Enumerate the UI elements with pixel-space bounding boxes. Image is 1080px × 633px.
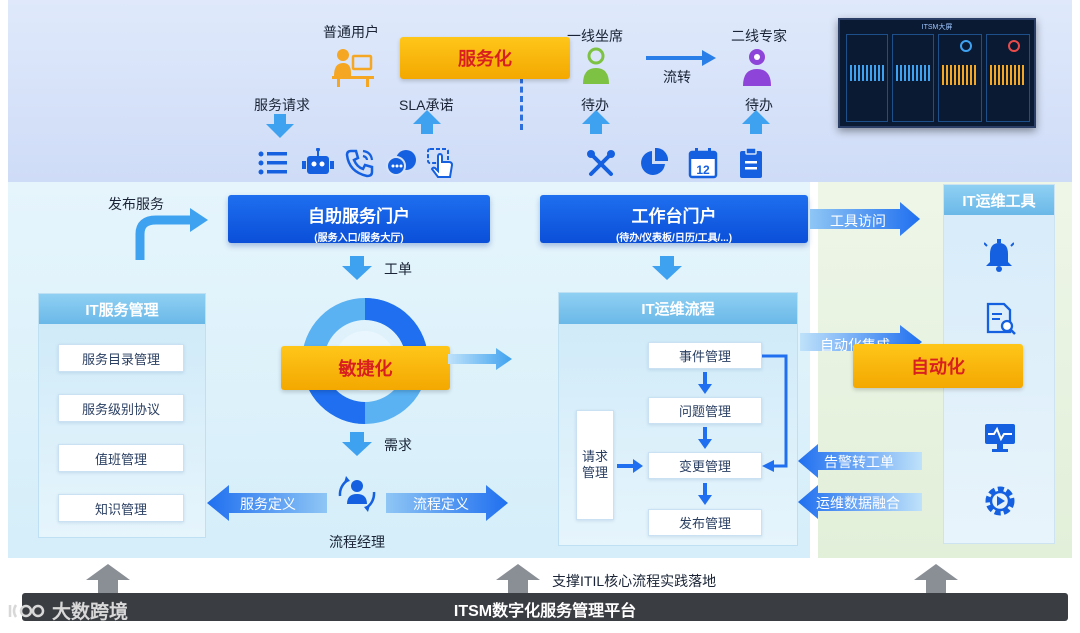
self-service-portal[interactable]: 自助服务门户 (服务入口/服务大厅) [228,195,490,244]
process-def-arrow [386,485,508,521]
self-service-portal-subtitle: (服务入口/服务大厅) [314,233,404,244]
pie-chart-icon [641,148,668,175]
up-arrow-icon [742,110,770,134]
watermark-text: 大数跨境 [52,602,129,623]
agent-icon [583,47,609,84]
process-manager-label: 流程经理 [329,534,385,550]
service-def-arrow [207,485,327,521]
process-def-label: 流程定义 [413,496,469,512]
knowledge-item[interactable]: 知识管理 [58,494,184,522]
right-arrow-icon [448,348,512,370]
user-label: 普通用户 [323,24,379,40]
robot-icon [302,148,334,174]
svg-text:12: 12 [696,163,710,177]
workbench-portal-subtitle: (待办/仪表板/日历/工具/...) [615,233,733,244]
todo-label-2: 待办 [745,97,773,113]
platform-label: ITSM数字化服务管理平台 [453,603,637,620]
tool-access-arrow [810,202,920,236]
up-arrow-icon [582,110,610,134]
chat-icon [386,150,416,176]
alarm-ticket-label: 告警转工单 [824,454,894,470]
process-manager-icon [338,476,376,512]
up-arrow-icon [914,564,958,594]
curved-arrow-icon [135,208,208,260]
workbench-portal[interactable]: 工作台门户 (待办/仪表板/日历/工具/...) [540,195,808,244]
self-service-portal-title: 自助服务门户 [308,207,410,226]
touch-icon [427,148,454,178]
right-arrow-icon [646,50,716,66]
request-mgmt-box[interactable]: 请求管理 [576,410,614,520]
down-arrow-icon [698,483,712,505]
first-line-label: 一线坐席 [567,28,623,44]
incident-mgmt-item[interactable]: 事件管理 [648,342,762,369]
demand-label: 需求 [384,437,412,453]
watermark-logo-icon [8,603,45,618]
clipboard-icon [740,147,762,178]
sla-item[interactable]: 服务级别协议 [58,394,184,422]
itil-support-label: 支撑ITIL核心流程实践落地 [552,573,717,589]
list-icon [258,151,287,175]
watermark: 大数跨境 [6,597,128,624]
expert-icon [743,49,771,86]
phone-icon [345,149,374,178]
flow-label: 流转 [663,69,691,85]
publish-service-label: 发布服务 [108,196,164,212]
service-catalog-item[interactable]: 服务目录管理 [58,344,184,372]
tools-icon [587,150,615,176]
dashed-separator [520,40,523,130]
automation-tag: 自动化 [853,344,1023,388]
workbench-portal-title: 工作台门户 [631,207,717,226]
monitor-pulse-icon [985,424,1015,452]
servitization-tag: 服务化 [400,37,570,79]
todo-label-1: 待办 [581,97,609,113]
on-duty-item[interactable]: 值班管理 [58,444,184,472]
service-def-label: 服务定义 [240,496,296,512]
release-mgmt-item[interactable]: 发布管理 [648,509,762,536]
down-arrow-icon [342,256,372,280]
user-at-desk-icon [332,49,374,87]
down-arrow-icon [698,372,712,394]
second-line-label: 二线专家 [731,28,787,44]
sla-label: SLA承诺 [399,97,454,113]
it-service-mgmt-title: IT服务管理 [39,294,205,324]
bell-icon [984,239,1014,272]
problem-mgmt-item[interactable]: 问题管理 [648,397,762,424]
down-arrow-icon [266,114,294,138]
incident-to-change-connector [762,354,788,472]
dashboard-thumbnail: ITSM大屏 [838,18,1036,128]
up-arrow-icon [496,564,540,594]
ops-data-label: 运维数据融合 [816,495,900,511]
alarm-ticket-arrow [798,444,922,478]
gear-refresh-icon [985,486,1015,516]
change-mgmt-item[interactable]: 变更管理 [648,452,762,479]
right-arrow-icon [617,459,643,473]
agile-tag: 敏捷化 [281,346,450,390]
tool-access-label: 工具访问 [830,213,886,229]
ops-data-arrow [798,485,922,519]
it-ops-process-title: IT运维流程 [559,293,797,324]
down-arrow-icon [698,427,712,449]
down-arrow-icon [652,256,682,280]
document-search-icon [986,302,1016,335]
platform-strip [22,593,1068,621]
service-request-label: 服务请求 [254,97,310,113]
up-arrow-icon [86,564,130,594]
it-ops-tools-title: IT运维工具 [944,185,1054,215]
down-arrow-icon [342,432,372,456]
ticket-label: 工单 [384,261,412,277]
dashboard-title: ITSM大屏 [921,24,953,31]
up-arrow-icon [413,110,441,134]
request-mgmt-label: 请求管理 [582,449,609,480]
calendar-icon: 12 [688,148,718,179]
